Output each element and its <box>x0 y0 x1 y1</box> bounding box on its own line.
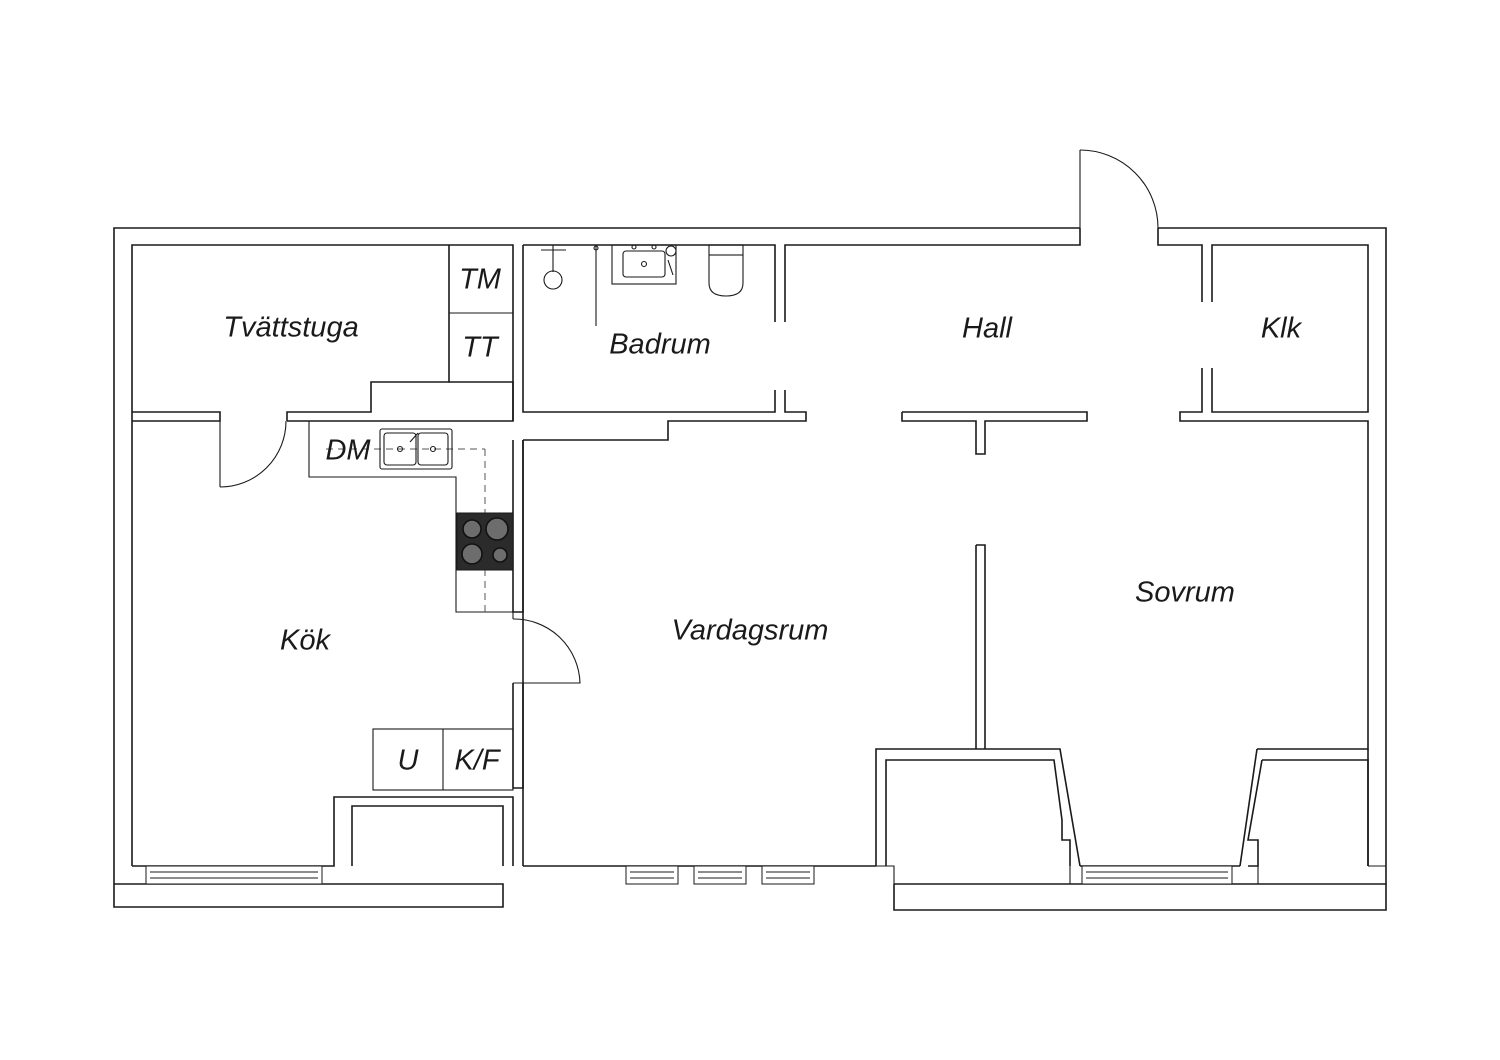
entrance-door <box>1079 149 1159 229</box>
laundry-room-walls <box>132 245 514 488</box>
bathroom-walls <box>512 245 807 441</box>
bay-window-frames <box>876 865 1386 884</box>
room-label-vardagsrum: Vardagsrum <box>672 615 829 647</box>
fixture-label-kf: K/F <box>454 745 501 777</box>
room-label-sovrum: Sovrum <box>1135 577 1235 609</box>
washbasin-icon <box>611 244 677 285</box>
fixture-label-u: U <box>398 745 420 777</box>
window-kitchen <box>145 865 323 885</box>
room-label-hall: Hall <box>962 313 1014 345</box>
cooktop-icon <box>456 512 514 571</box>
hall-partitions <box>901 411 1088 455</box>
shower-icon <box>541 245 599 326</box>
room-label-kok: Kök <box>280 625 331 657</box>
kitchen-walls <box>132 421 581 867</box>
fixture-label-dm: DM <box>325 435 371 467</box>
window-living-3 <box>761 865 815 885</box>
room-label-klk: Klk <box>1261 313 1303 345</box>
toilet-icon <box>708 244 744 297</box>
room-label-tvattstuga: Tvättstuga <box>223 312 358 344</box>
room-label-badrum: Badrum <box>609 329 711 361</box>
fixture-label-tm: TM <box>459 264 502 296</box>
window-bedroom <box>1081 865 1233 885</box>
fixture-label-tt: TT <box>462 332 500 364</box>
double-sink-icon <box>379 428 453 470</box>
window-living-2 <box>693 865 747 885</box>
window-living-1 <box>625 865 679 885</box>
living-bedroom-walls <box>523 544 1369 867</box>
